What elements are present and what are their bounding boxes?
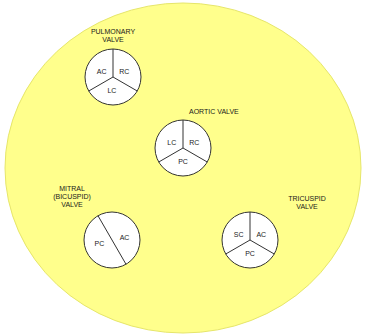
valve-name: TRICUSPID VALVE — [284, 195, 330, 211]
valve-name: PULMONARY VALVE — [83, 28, 143, 44]
valve-ring — [84, 212, 140, 268]
valve-circle: MITRAL (BICUSPID) VALVEACPC — [84, 212, 140, 268]
valve-circle: AORTIC VALVELCRCPC — [155, 120, 211, 176]
cusp-label: AC — [97, 67, 107, 74]
cusp-label: RC — [119, 67, 129, 74]
valve-name: MITRAL (BICUSPID) VALVE — [51, 185, 93, 209]
valve-ring — [222, 212, 278, 268]
heart-outline — [5, 3, 361, 333]
cusp-label: PC — [178, 158, 188, 165]
valve-name: AORTIC VALVE — [189, 108, 259, 116]
valve-ring — [155, 120, 211, 176]
valve-circle: PULMONARY VALVEACRCLC — [85, 49, 141, 105]
cusp-label: PC — [245, 250, 255, 257]
valve-ring — [85, 49, 141, 105]
cusp-label: AC — [256, 230, 266, 237]
valve-circle: TRICUSPID VALVESCACPC — [222, 212, 278, 268]
cusp-label: LC — [167, 138, 176, 145]
cusp-divider — [113, 77, 137, 91]
cusp-divider — [183, 120, 184, 148]
cusp-divider — [113, 49, 114, 77]
valve-outline — [83, 211, 141, 269]
valve-outline — [154, 119, 212, 177]
cusp-label: PC — [95, 240, 105, 247]
cusp-label: AC — [120, 233, 130, 240]
cusp-label: RC — [189, 138, 199, 145]
valve-outline — [221, 211, 279, 269]
cusp-label: SC — [234, 230, 244, 237]
valve-outline — [84, 48, 142, 106]
cusp-label: LC — [107, 86, 116, 93]
cusp-divider — [250, 212, 251, 240]
